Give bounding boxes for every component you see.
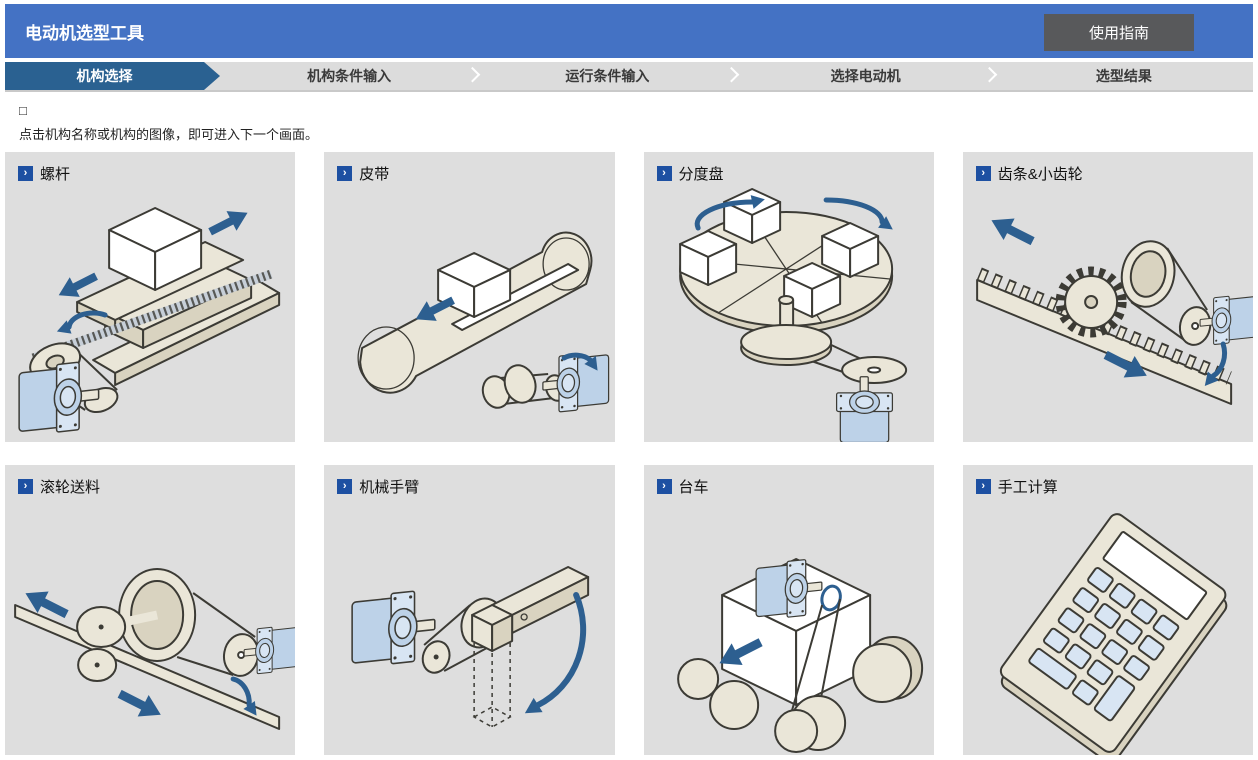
chevron-right-icon: › <box>656 479 672 494</box>
card-roller-feed-label[interactable]: › 滚轮送料 <box>18 476 100 497</box>
card-robot-arm[interactable]: › 机械手臂 <box>324 465 615 755</box>
screw-illustration[interactable] <box>5 152 295 442</box>
card-manual-calc[interactable]: › 手工计算 <box>962 465 1253 755</box>
chevron-right-icon: › <box>337 479 353 494</box>
chevron-right-icon: › <box>656 166 672 181</box>
mechanism-name: 滚轮送料 <box>40 479 101 496</box>
step-mechanism-conditions[interactable]: 机构条件输入 <box>220 62 478 90</box>
card-screw-label[interactable]: › 螺杆 <box>18 163 70 184</box>
index-table-illustration[interactable] <box>644 152 934 442</box>
mechanism-name: 台车 <box>678 479 709 496</box>
step-operating-conditions[interactable]: 运行条件输入 <box>478 62 736 90</box>
card-index-table[interactable]: › 分度盘 <box>643 152 934 442</box>
card-cart[interactable]: › 台车 <box>643 465 934 755</box>
mechanism-name: 机械手臂 <box>359 479 420 496</box>
app-header: 电动机选型工具 使用指南 <box>5 4 1253 58</box>
card-screw[interactable]: › 螺杆 <box>5 152 296 442</box>
step-selection-result[interactable]: 选型结果 <box>1095 68 1152 84</box>
intro-text: 点击机构名称或机构的图像，即可进入下一个画面。 <box>19 127 319 142</box>
mechanism-name: 螺杆 <box>40 166 71 183</box>
intro-block: □ 点击机构名称或机构的图像，即可进入下一个画面。 <box>19 104 1253 143</box>
rack-pinion-illustration[interactable] <box>963 152 1253 442</box>
card-rack-pinion-label[interactable]: › 齿条&小齿轮 <box>975 163 1083 184</box>
mechanism-name: 手工计算 <box>997 479 1058 496</box>
chevron-right-icon: › <box>337 166 353 181</box>
cart-illustration[interactable] <box>644 465 934 755</box>
chevron-right-icon: › <box>18 479 33 494</box>
usage-guide-button[interactable]: 使用指南 <box>1044 14 1194 51</box>
card-robot-arm-label[interactable]: › 机械手臂 <box>337 476 419 497</box>
step-mechanism-selection[interactable]: 机构选择 <box>5 62 220 90</box>
chevron-right-icon: › <box>975 166 991 181</box>
card-belt-label[interactable]: › 皮带 <box>337 163 389 184</box>
mechanism-name: 齿条&小齿轮 <box>997 166 1083 183</box>
card-belt[interactable]: › 皮带 <box>324 152 615 442</box>
mechanism-name: 分度盘 <box>678 166 724 183</box>
card-manual-calc-label[interactable]: › 手工计算 <box>975 476 1058 497</box>
missing-glyph-box: □ <box>19 103 27 118</box>
card-rack-pinion[interactable]: › 齿条&小齿轮 <box>962 152 1253 442</box>
robot-arm-illustration[interactable] <box>324 465 614 755</box>
chevron-right-icon: › <box>975 479 991 494</box>
roller-feed-illustration[interactable] <box>5 465 296 755</box>
card-index-table-label[interactable]: › 分度盘 <box>656 163 724 184</box>
chevron-right-icon: › <box>18 166 33 181</box>
belt-illustration[interactable] <box>324 152 614 442</box>
calculator-illustration[interactable] <box>963 465 1253 755</box>
page-title: 电动机选型工具 <box>25 23 144 43</box>
card-roller-feed[interactable]: › 滚轮送料 <box>5 465 296 755</box>
mechanism-grid: › 螺杆 <box>5 152 1253 755</box>
wizard-steps: 机构选择 机构条件输入 运行条件输入 选择电动机 选型结果 <box>5 62 1253 92</box>
mechanism-name: 皮带 <box>359 166 390 183</box>
step-select-motor[interactable]: 选择电动机 <box>737 62 995 90</box>
card-cart-label[interactable]: › 台车 <box>656 476 709 497</box>
